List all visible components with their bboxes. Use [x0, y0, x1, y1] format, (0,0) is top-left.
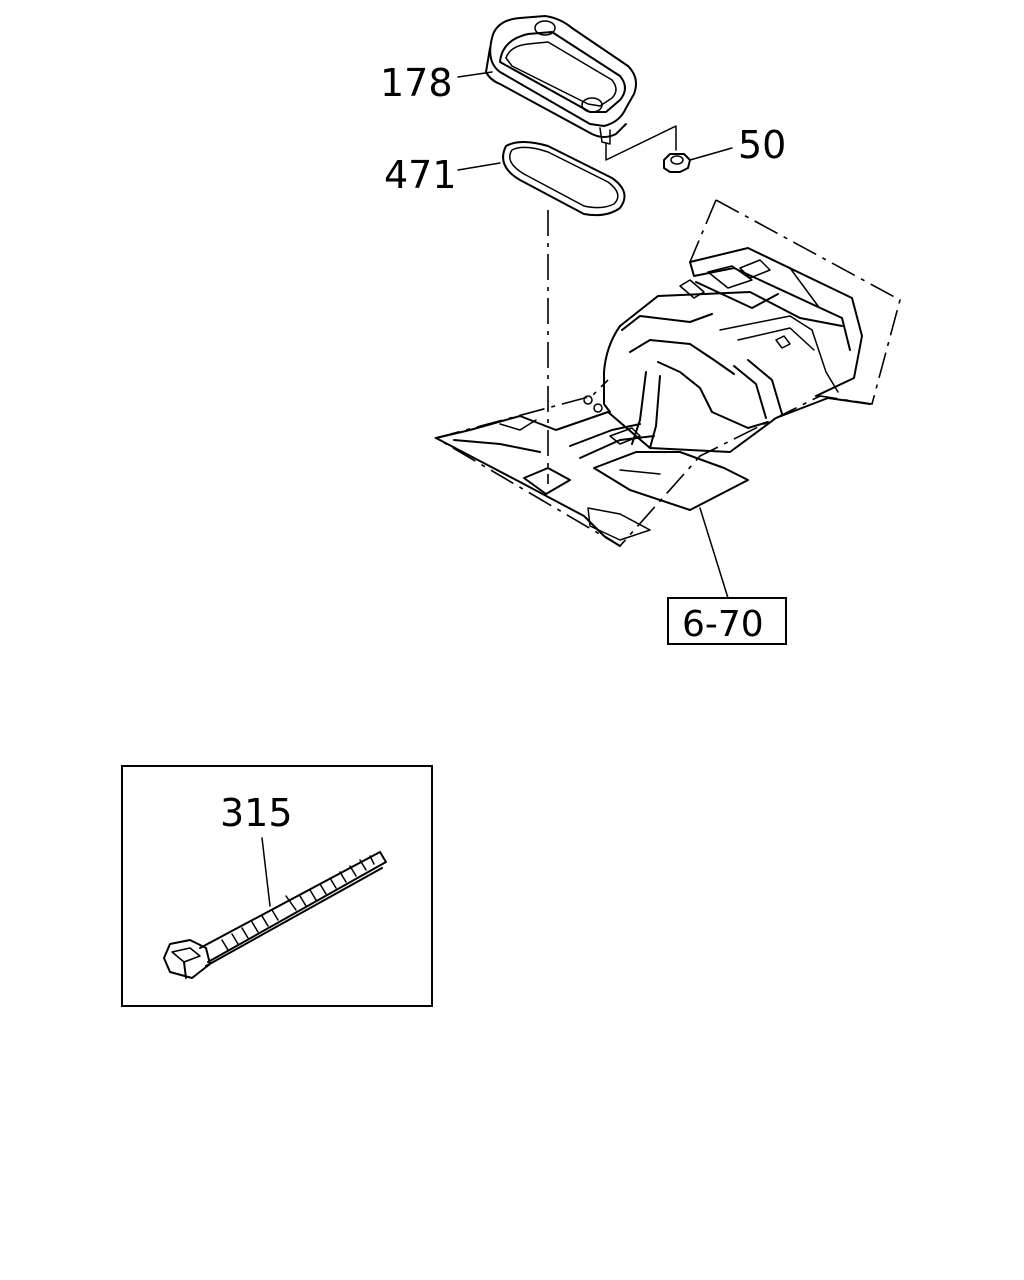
- gasket-ring-icon: [502, 141, 626, 217]
- ref-6-70: 6-70: [682, 604, 764, 645]
- leader-315: [261, 837, 271, 907]
- leader-471: [457, 162, 501, 171]
- nut-connector-line: [605, 125, 677, 161]
- leader-50: [689, 147, 733, 161]
- leader-178: [457, 71, 493, 78]
- floor-panel-icon: [433, 199, 901, 548]
- flange-nut-icon: [663, 153, 691, 173]
- inset-frame: [121, 765, 433, 1007]
- callout-50: 50: [738, 123, 786, 167]
- callout-315: 315: [220, 791, 293, 835]
- ref-box-6-70: [667, 597, 787, 645]
- leader-6-70: [699, 507, 729, 599]
- callout-178: 178: [380, 61, 453, 105]
- cable-tie-icon: [163, 851, 387, 979]
- cover-plate-icon: [485, 15, 637, 145]
- strap-teeth: [221, 855, 375, 951]
- callout-471: 471: [384, 153, 457, 197]
